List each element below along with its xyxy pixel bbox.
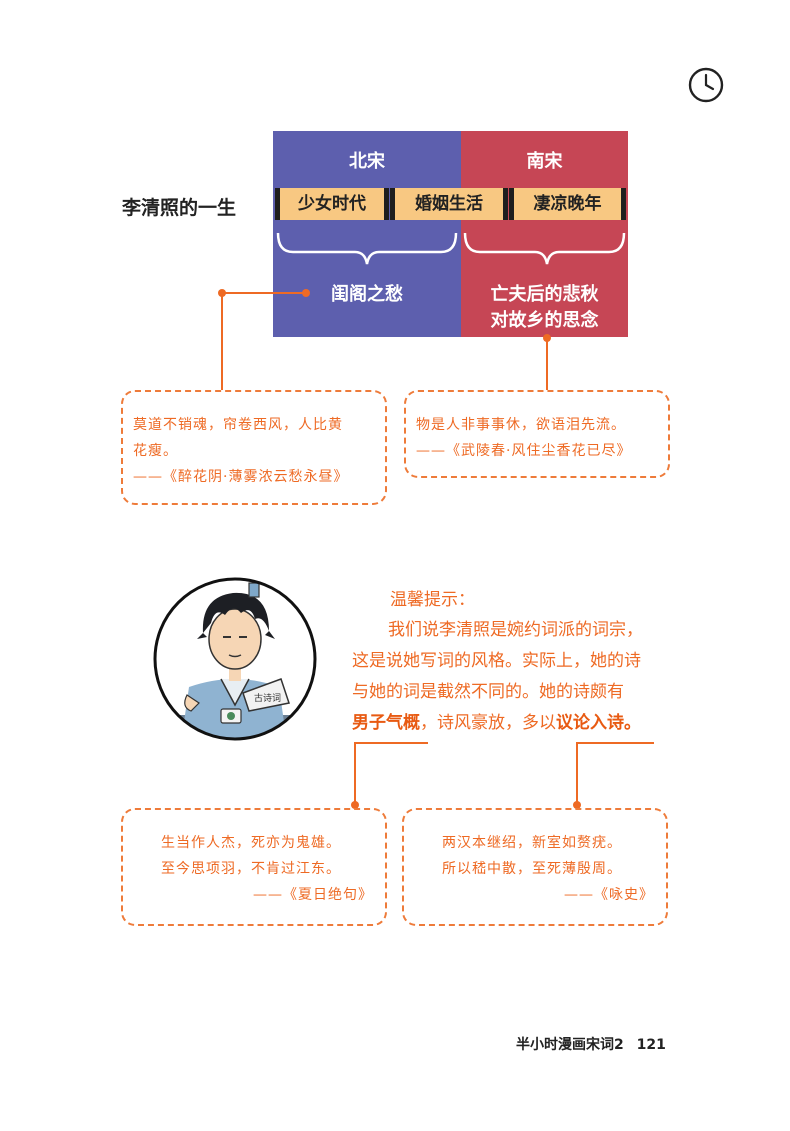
connector-v-3 <box>354 742 356 804</box>
quote-source: ——《咏史》 <box>564 887 654 903</box>
emphasis-manly-spirit: 男子气概 <box>352 713 420 733</box>
tip-title: 温馨提示： <box>390 590 475 610</box>
connector-h-3 <box>576 742 654 744</box>
quote-source: ——《醉花阴·薄雾浓云愁永昼》 <box>133 469 349 485</box>
northern-song-block <box>273 131 461 337</box>
tip-line: 与她的词是截然不同的。她的诗颇有 <box>352 682 624 702</box>
era-southern-song: 南宋 <box>526 151 563 172</box>
brace-north <box>276 232 458 265</box>
connector-h-1 <box>222 292 306 294</box>
quote-line: 莫道不销魂，帘卷西风，人比黄 <box>133 417 343 433</box>
quote-line: 物是人非事事休，欲语泪先流。 <box>416 417 626 433</box>
tip-line: 我们说李清照是婉约词派的词宗， <box>388 620 643 640</box>
southern-song-block <box>461 131 628 337</box>
quote-box-xiarijueju: 生当作人杰，死亦为鬼雄。 至今思项羽，不肯过江东。 ——《夏日绝句》 <box>121 808 387 926</box>
quote-box-yongshi: 两汉本继绍，新室如赘疣。 所以嵇中散，至死薄殷周。 ——《咏史》 <box>402 808 668 926</box>
connector-v-1 <box>221 293 223 390</box>
summary-south-line2: 对故乡的思念 <box>490 310 599 331</box>
quote-line: 花瘦。 <box>133 443 178 459</box>
stage-late-years: 凄凉晚年 <box>509 188 626 220</box>
page-number: 121 <box>636 1037 666 1053</box>
tip-line: 男子气概，诗风豪放，多以议论入诗。 <box>352 708 682 739</box>
tip-line-end: 。 <box>624 713 641 733</box>
quote-source: ——《夏日绝句》 <box>253 887 373 903</box>
tip-paragraph: 我们说李清照是婉约词派的词宗， 这是说她写词的风格。实际上，她的诗 与她的词是截… <box>352 615 682 739</box>
quote-line: 所以嵇中散，至死薄殷周。 <box>442 861 622 877</box>
quote-source: ——《武陵春·风住尘香花已尽》 <box>416 443 632 459</box>
fan-text: 古诗词 <box>254 692 281 704</box>
book-title: 半小时漫画宋词2 <box>516 1037 624 1053</box>
brace-group <box>276 232 626 265</box>
summary-south: 亡夫后的悲秋 对故乡的思念 <box>461 282 628 334</box>
connector-v-2 <box>546 338 548 390</box>
connector-dot-2 <box>302 289 310 297</box>
connector-v-4 <box>576 742 578 804</box>
connector-dot-4 <box>351 801 359 809</box>
stage-youth: 少女时代 <box>275 188 389 220</box>
quote-line: 至今思项羽，不肯过江东。 <box>161 861 341 877</box>
emphasis-argument-in-poetry: 议论入诗 <box>556 713 624 733</box>
summary-south-line1: 亡夫后的悲秋 <box>490 284 599 305</box>
quote-box-zuihuayin: 莫道不销魂，帘卷西风，人比黄 花瘦。 ——《醉花阴·薄雾浓云愁永昼》 <box>121 390 387 505</box>
quote-line: 两汉本继绍，新室如赘疣。 <box>442 835 622 851</box>
connector-dot-5 <box>573 801 581 809</box>
quote-box-wulingchun: 物是人非事事休，欲语泪先流。 ——《武陵春·风住尘香花已尽》 <box>404 390 670 478</box>
page-footer: 半小时漫画宋词2 121 <box>516 1034 666 1054</box>
tip-line-mid: ，诗风豪放，多以 <box>420 713 556 733</box>
summary-north: 闺阁之愁 <box>331 284 403 305</box>
stage-marriage: 婚姻生活 <box>390 188 508 220</box>
brace-south <box>463 232 626 265</box>
poet-cartoon-avatar: 古诗词 <box>153 577 317 741</box>
tip-line: 这是说她写词的风格。实际上，她的诗 <box>352 651 641 671</box>
clock-icon <box>688 67 724 103</box>
era-northern-song: 北宋 <box>349 151 385 172</box>
connector-h-2 <box>354 742 428 744</box>
timeline-label: 李清照的一生 <box>122 197 237 219</box>
quote-line: 生当作人杰，死亦为鬼雄。 <box>161 835 341 851</box>
